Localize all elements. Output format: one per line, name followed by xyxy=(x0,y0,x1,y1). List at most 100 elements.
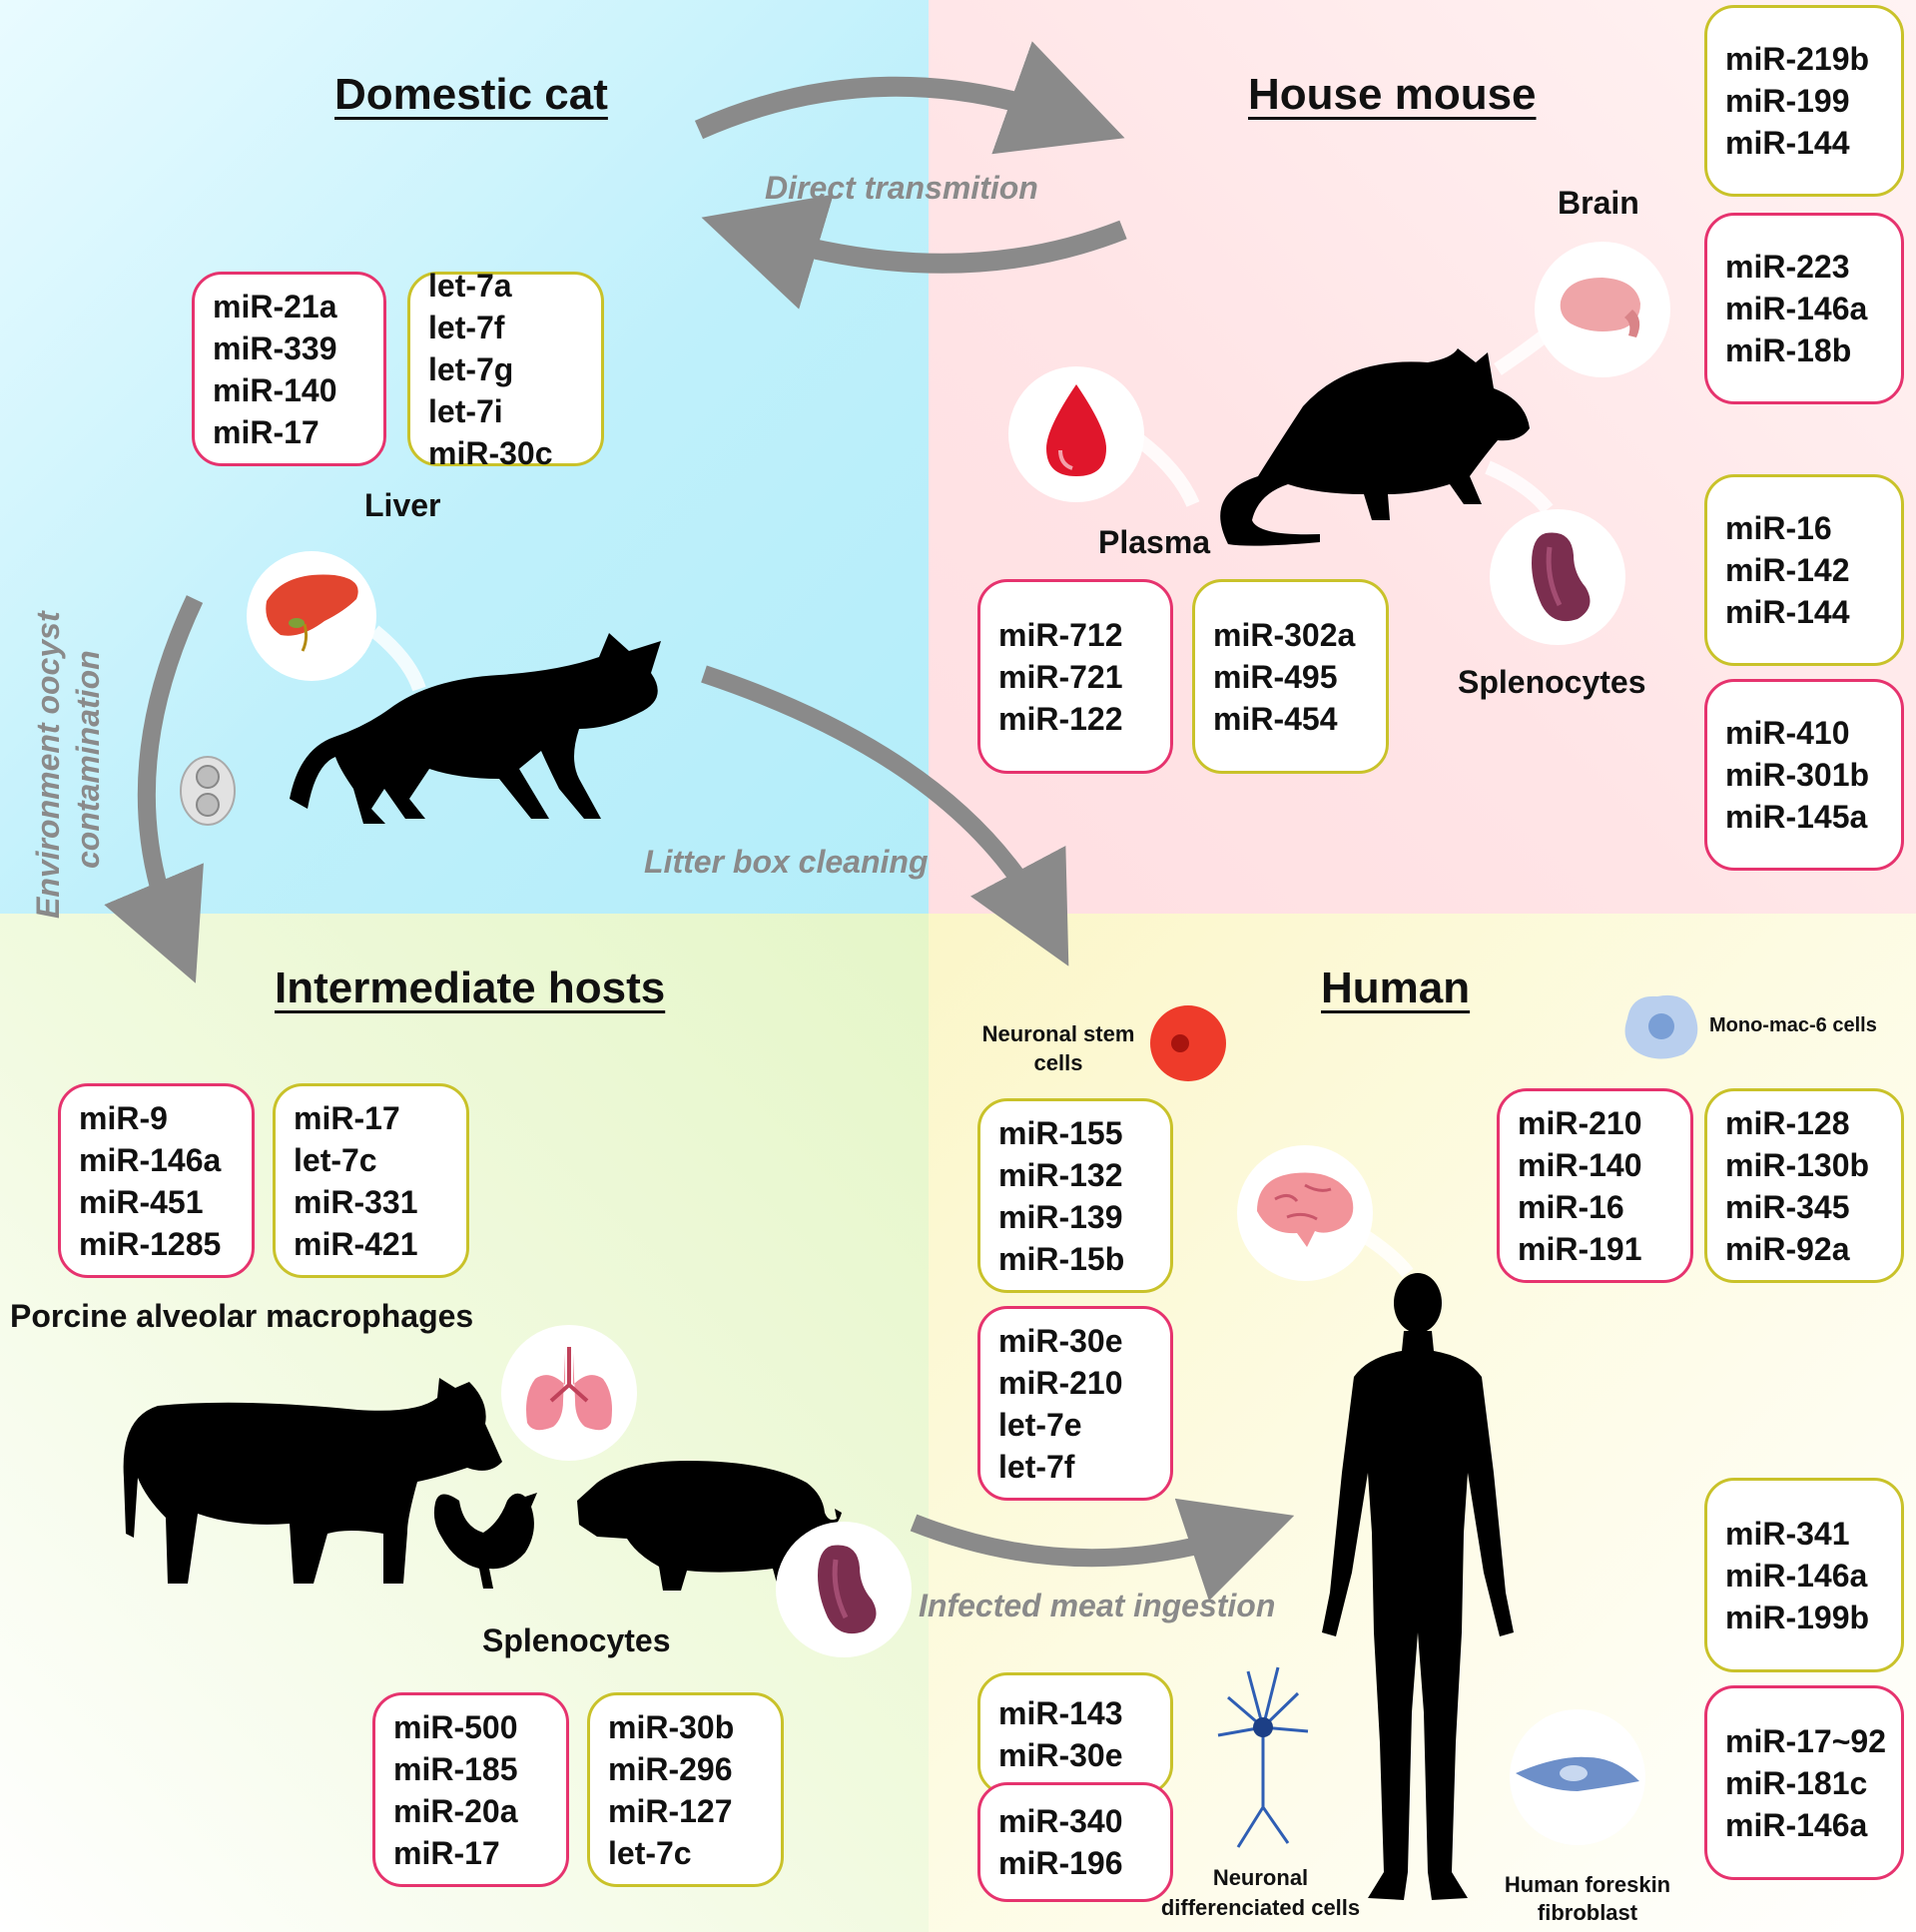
mirna-item: miR-17 xyxy=(393,1834,500,1871)
mirna-item: miR-196 xyxy=(998,1845,1123,1881)
route-direct-transmission: Direct transmition xyxy=(765,170,1038,206)
cat-liver-yellow-box: let-7a let-7f let-7g let-7i miR-30c xyxy=(407,268,604,471)
label-neuronal-stem-cells-1: Neuronal stem xyxy=(981,1021,1135,1046)
label-neuronal-stem-cells-2: cells xyxy=(1033,1050,1083,1075)
mirna-item: miR-219b xyxy=(1725,41,1870,77)
mirna-item: let-7c xyxy=(294,1141,377,1178)
human-ndc-red-box: miR-340 miR-196 xyxy=(977,1782,1173,1902)
mirna-item: miR-721 xyxy=(998,658,1123,695)
title-human: Human xyxy=(1321,964,1471,1012)
mirna-item: miR-199 xyxy=(1725,83,1850,119)
mirna-item: miR-339 xyxy=(213,329,337,366)
domestic-cat-icon xyxy=(290,633,661,824)
label-human-foreskin-2: fibroblast xyxy=(1537,1900,1638,1925)
mirna-item: let-7f xyxy=(428,309,505,345)
mouse-brain-yellow-box: miR-219b miR-199 miR-144 xyxy=(1704,5,1904,197)
mirna-item: miR-302a xyxy=(1213,616,1356,653)
mirna-item: miR-340 xyxy=(998,1803,1123,1839)
mirna-item: miR-155 xyxy=(998,1114,1123,1151)
mirna-item: miR-140 xyxy=(213,371,337,408)
mirna-item: miR-92a xyxy=(1725,1230,1850,1267)
mirna-item: miR-144 xyxy=(1725,125,1850,161)
label-neuronal-differenciated-2: differenciated cells xyxy=(1160,1895,1361,1920)
mirna-item: miR-301b xyxy=(1725,757,1870,793)
mirna-item: let-7c xyxy=(608,1834,692,1871)
liver-icon xyxy=(247,551,376,681)
route-meat-ingestion: Infected meat ingestion xyxy=(919,1588,1276,1623)
mirna-item: miR-20a xyxy=(393,1792,518,1829)
label-mono-mac-6-cells: Mono-mac-6 cells xyxy=(1709,1014,1877,1036)
mirna-item: miR-331 xyxy=(294,1183,418,1220)
mirna-item: miR-142 xyxy=(1725,552,1850,588)
route-litter-box: Litter box cleaning xyxy=(644,844,929,880)
mirna-item: miR-146a xyxy=(1725,1806,1868,1843)
arrow-environment xyxy=(104,595,204,983)
mirna-item: let-7f xyxy=(998,1448,1075,1485)
label-inter-splenocytes: Splenocytes xyxy=(482,1622,671,1658)
label-liver: Liver xyxy=(364,487,441,523)
label-neuronal-differenciated-1: Neuronal xyxy=(1212,1865,1309,1890)
mouse-spleen-yellow-box: miR-16 miR-142 miR-144 xyxy=(1704,474,1904,666)
mirna-item: let-7i xyxy=(428,392,503,429)
mirna-item: miR-130b xyxy=(1725,1146,1870,1183)
mirna-item: miR-199b xyxy=(1725,1599,1870,1635)
mirna-item: miR-712 xyxy=(998,616,1123,653)
label-plasma: Plasma xyxy=(1098,524,1211,560)
inter-pam-yellow-box: miR-17 let-7c miR-331 miR-421 xyxy=(273,1083,469,1278)
mirna-item: let-7a xyxy=(428,267,512,304)
mirna-item: miR-30c xyxy=(428,434,553,471)
mirna-item: miR-16 xyxy=(1518,1188,1624,1225)
title-intermediate-hosts: Intermediate hosts xyxy=(275,964,666,1012)
label-human-foreskin-1: Human foreskin xyxy=(1504,1872,1671,1897)
oocyst-icon xyxy=(180,756,236,826)
mirna-item: miR-144 xyxy=(1725,594,1850,630)
pig-icon xyxy=(577,1461,842,1591)
mirna-item: miR-495 xyxy=(1213,658,1338,695)
human-nsc-red-box: miR-30e miR-210 let-7e let-7f xyxy=(977,1306,1173,1501)
mirna-item: miR-127 xyxy=(608,1792,733,1829)
chicken-icon xyxy=(433,1493,537,1589)
mouse-brain-icon xyxy=(1535,242,1670,377)
mirna-item: let-7g xyxy=(428,350,514,387)
mirna-item: miR-421 xyxy=(294,1225,418,1262)
mirna-item: miR-451 xyxy=(79,1183,204,1220)
mirna-item: miR-454 xyxy=(1213,700,1338,737)
mirna-item: miR-122 xyxy=(998,700,1123,737)
arrow-litter-box xyxy=(701,665,1069,966)
neuronal-stem-cell-icon xyxy=(1150,1005,1226,1081)
title-house-mouse: House mouse xyxy=(1248,70,1537,119)
mirna-item: miR-139 xyxy=(998,1198,1123,1235)
mirna-item: miR-21a xyxy=(213,288,337,324)
mirna-item: miR-143 xyxy=(998,1694,1123,1731)
mirna-item: miR-30e xyxy=(998,1322,1123,1359)
label-mouse-splenocytes: Splenocytes xyxy=(1458,664,1646,700)
mouse-spleen-icon xyxy=(1490,509,1625,645)
arrow-mouse-to-cat xyxy=(701,194,1127,310)
mirna-item: miR-146a xyxy=(79,1141,222,1178)
inter-spleen-icon xyxy=(776,1522,912,1657)
mirna-item: miR-210 xyxy=(998,1364,1123,1401)
mirna-item: miR-17 xyxy=(294,1099,400,1136)
mirna-item: miR-341 xyxy=(1725,1515,1850,1552)
mouse-plasma-red-box: miR-712 miR-721 miR-122 xyxy=(977,579,1173,774)
mirna-item: miR-16 xyxy=(1725,510,1832,546)
mirna-item: miR-181c xyxy=(1725,1764,1868,1801)
title-domestic-cat: Domestic cat xyxy=(334,70,608,119)
mirna-item: miR-15b xyxy=(998,1240,1125,1277)
mirna-item: let-7e xyxy=(998,1406,1082,1443)
mirna-item: miR-185 xyxy=(393,1750,518,1787)
fibroblast-icon xyxy=(1510,1709,1645,1845)
mirna-item: miR-1285 xyxy=(79,1225,222,1262)
mirna-item: miR-145a xyxy=(1725,799,1868,835)
cow-icon xyxy=(123,1378,502,1584)
lungs-icon xyxy=(501,1325,637,1461)
mirna-item: miR-191 xyxy=(1518,1230,1642,1267)
